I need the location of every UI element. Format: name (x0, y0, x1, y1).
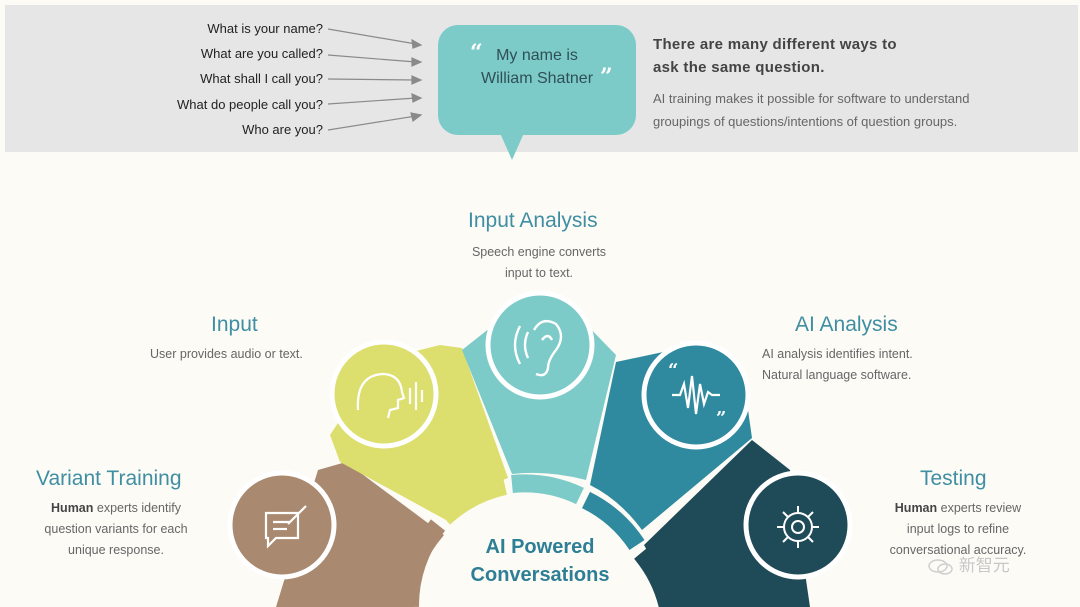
stage-desc-line: Human experts review (872, 498, 1044, 519)
stage-title-input: Input (211, 313, 258, 336)
bug-gear-icon (777, 506, 819, 548)
stage-desc-line: question variants for each (44, 522, 188, 536)
question-arrows (327, 28, 423, 131)
close-quote-icon: ” (600, 64, 613, 90)
center-title: AI Powered Conversations (455, 533, 625, 589)
question-5: Who are you? (242, 122, 323, 137)
stage-desc-testing: Human experts review input logs to refin… (872, 498, 1044, 561)
stage-desc-line: conversational accuracy. (889, 543, 1027, 557)
stage-desc-variant-training: Human experts identify question variants… (30, 498, 202, 561)
stage-desc-line: Natural language software. (762, 368, 912, 382)
stage-desc-rest: experts identify (93, 501, 181, 515)
question-1: What is your name? (207, 21, 323, 36)
stage-desc-line: AI analysis identifies intent. (762, 347, 913, 361)
waveform-quotes-icon: “ ” (668, 360, 726, 429)
speech-bubble (438, 25, 636, 160)
top-desc-line-2: groupings of questions/intentions of que… (653, 114, 958, 129)
svg-text:”: ” (716, 408, 726, 429)
stage-title-variant-training: Variant Training (36, 467, 182, 490)
open-quote-icon: “ (470, 40, 483, 66)
stage-desc-line: Speech engine converts (471, 245, 607, 259)
stage-desc-strong: Human (894, 501, 938, 515)
segment-input-analysis (462, 290, 616, 480)
segment-input (329, 339, 508, 520)
watermark: 新智元 (928, 551, 1010, 576)
segment-variant-training (227, 462, 444, 607)
segment-testing (644, 440, 853, 607)
stage-title-input-analysis: Input Analysis (468, 209, 598, 232)
head-speaking-icon (356, 372, 424, 419)
stage-desc-line: input logs to refine (906, 522, 1010, 536)
stage-title-testing: Testing (920, 467, 987, 490)
stage-desc-line: input to text. (504, 266, 574, 280)
top-heading-line-2: ask the same question. (653, 59, 825, 76)
stage-title-ai-analysis: AI Analysis (795, 313, 898, 336)
stage-desc-ai-analysis: AI analysis identifies intent. Natural l… (762, 344, 913, 386)
top-desc-line-1: AI training makes it possible for softwa… (653, 91, 970, 106)
stage-desc-input: User provides audio or text. (150, 344, 303, 365)
top-heading: There are many different ways to ask the… (653, 33, 897, 79)
top-description: AI training makes it possible for softwa… (653, 87, 970, 133)
bubble-line-1: My name is (496, 47, 578, 64)
speech-bubble-pencil-icon (264, 505, 307, 549)
center-title-line-1: AI Powered (485, 536, 595, 558)
svg-text:“: “ (668, 360, 678, 381)
watermark-text: 新智元 (958, 556, 1010, 575)
question-3: What shall I call you? (200, 71, 323, 86)
bubble-answer: My name is William Shatner (438, 44, 636, 90)
bubble-line-2: William Shatner (480, 70, 594, 87)
stage-desc-line: unique response. (68, 543, 164, 557)
stage-desc-input-analysis: Speech engine converts input to text. (440, 242, 638, 284)
question-4: What do people call you? (177, 97, 323, 112)
stage-desc-strong: Human (51, 501, 94, 515)
center-title-line-2: Conversations (470, 564, 610, 586)
top-heading-line-1: There are many different ways to (653, 36, 897, 53)
question-2: What are you called? (200, 46, 323, 61)
stage-desc-line: Human experts identify (30, 498, 202, 519)
ear-icon (513, 319, 563, 377)
stage-desc-line: User provides audio or text. (150, 347, 303, 361)
stage-desc-rest: experts review (937, 501, 1022, 515)
wechat-logo-icon (928, 558, 953, 575)
